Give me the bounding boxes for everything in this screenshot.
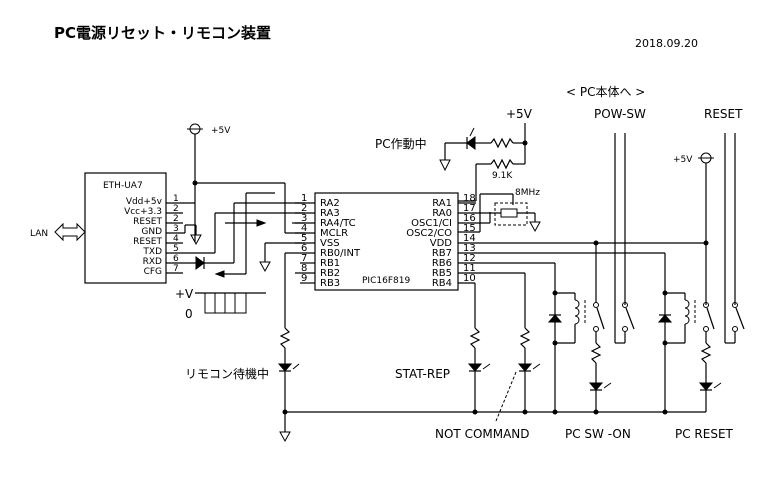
vcc-right-label: +5V [673, 155, 693, 165]
crystal-label: 8MHz [515, 188, 540, 198]
pc-active-label: PC作動中 [375, 136, 427, 151]
eth-pin-number: 7 [173, 264, 179, 274]
page-title: PC電源リセット・リモコン装置 [54, 24, 271, 42]
eth-pin-label: CFG [144, 267, 162, 277]
pic-pin-label: RA1 [432, 198, 452, 209]
vcc-symbol-left [187, 123, 203, 242]
pic-pin-number: 16 [463, 213, 476, 224]
eth-pin-label: GND [141, 227, 162, 237]
not-command-led-branch [495, 273, 541, 422]
pic-pin-number: 6 [301, 243, 307, 254]
pic-pin-number: 3 [301, 213, 307, 224]
pic-pin-number: 8 [301, 263, 307, 274]
eth-pin-label: RESET [133, 217, 162, 227]
pic-pin-label: RB0/INT [320, 248, 361, 259]
stat-rep-led-branch [467, 283, 491, 415]
pic-pin-label: RA2 [320, 198, 340, 209]
reset-label: RESET [704, 107, 743, 121]
remote-standby-label: リモコン待機中 [185, 366, 269, 381]
eth-pin-label: RXD [143, 257, 162, 267]
pic-pin-label: MCLR [320, 228, 348, 239]
eth-pin-labels: Vdd+5v Vcc+3.3 RESET GND RESET TXD RXD C… [124, 197, 163, 277]
pulse-low-label: 0 [185, 307, 193, 321]
pulse-high-label: +V [175, 287, 194, 301]
vcc-symbol-right [698, 152, 714, 305]
pow-sw-label: POW-SW [594, 107, 646, 121]
pc-active-circuit [439, 123, 528, 202]
pc-reset-label: PC RESET [675, 427, 734, 441]
eth-pin-label: RESET [133, 237, 162, 247]
reset-wires [724, 133, 736, 305]
eth-pin-number: 6 [173, 254, 179, 264]
pic-pin-label: RB7 [432, 248, 452, 259]
pic-pin-label: OSC1/CI [411, 218, 452, 229]
pic-pin-number: 17 [463, 203, 476, 214]
eth-pin-numbers: 1 2 2 3 4 5 6 7 [173, 194, 179, 274]
pic-pin-label: RA4/TC [320, 218, 356, 229]
pic-pin-label: RB6 [432, 258, 452, 269]
pic-pin-number: 4 [301, 223, 307, 234]
pic-pin-label: RB5 [432, 268, 452, 279]
crystal-oscillator [458, 193, 541, 233]
eth-pin-label: Vcc+3.3 [124, 207, 162, 217]
pow-sw-wires [614, 133, 626, 305]
eth-pin-number: 5 [173, 244, 179, 254]
eth-wiring [166, 182, 305, 278]
resistor-value-label: 9.1K [492, 171, 513, 181]
pic-chip-name: PIC16F819 [362, 276, 410, 286]
eth-pin-label: TXD [142, 247, 162, 257]
remote-standby-led-branch [277, 253, 300, 443]
eth-pin-number: 2 [173, 204, 179, 214]
eth-pin-number: 3 [173, 224, 179, 234]
pic-pin-number: 18 [463, 193, 476, 204]
pic-right-pins: 18 17 16 15 14 13 12 11 10 RA1 RA0 OSC1/… [406, 193, 706, 289]
pic-chip-box [314, 192, 459, 291]
lan-bidirectional-arrow-icon [54, 222, 86, 242]
pc-body-label: < PC本体へ > [566, 85, 645, 99]
pic-pin-label: RB3 [320, 278, 340, 289]
vcc-top-label: +5V [506, 107, 533, 121]
pic-pin-number: 9 [301, 273, 307, 284]
pic-pin-label: RA0 [432, 208, 452, 219]
pic-pin-label: RB1 [320, 258, 340, 269]
not-command-label: NOT COMMAND [435, 427, 530, 441]
lan-label: LAN [30, 229, 48, 239]
relay-pc-reset [657, 253, 745, 415]
vcc-left-label: +5V [211, 126, 231, 136]
pc-sw-on-label: PC SW -ON [565, 427, 631, 441]
eth-module-box [84, 172, 167, 284]
pic-pin-number: 7 [301, 253, 307, 264]
pic-pin-number: 10 [463, 273, 476, 284]
pic-pin-label: RA3 [320, 208, 340, 219]
pic-pin-number: 5 [301, 233, 307, 244]
date-label: 2018.09.20 [635, 37, 698, 50]
eth-module-name: ETH-UA7 [103, 181, 143, 191]
eth-pin-number: 1 [173, 194, 179, 204]
pic-pin-label: VDD [430, 238, 453, 249]
pic-pin-label: OSC2/CO [406, 228, 452, 239]
pic-pin-label: RB2 [320, 268, 340, 279]
relay-pc-sw-on [547, 243, 635, 415]
pic-pin-number: 13 [463, 243, 476, 254]
pic-pin-number: 15 [463, 223, 476, 234]
eth-pin-number: 4 [173, 234, 179, 244]
pic-pin-number: 12 [463, 253, 476, 264]
pic-pin-number: 11 [463, 263, 476, 274]
pic-left-pins: 1 2 3 4 5 6 7 8 9 RA2 RA3 RA4/TC MCLR VS… [285, 193, 361, 289]
pic-pin-label: VSS [320, 238, 340, 249]
eth-pin-number: 2 [173, 214, 179, 224]
pic-pin-number: 14 [463, 233, 476, 244]
eth-pin-label: Vdd+5v [126, 197, 163, 207]
stat-rep-label: STAT-REP [395, 367, 450, 381]
pic-pin-label: RB4 [432, 278, 452, 289]
pic-pin-number: 2 [301, 203, 307, 214]
pic-pin-number: 1 [301, 193, 307, 204]
pulse-waveform [195, 292, 266, 314]
